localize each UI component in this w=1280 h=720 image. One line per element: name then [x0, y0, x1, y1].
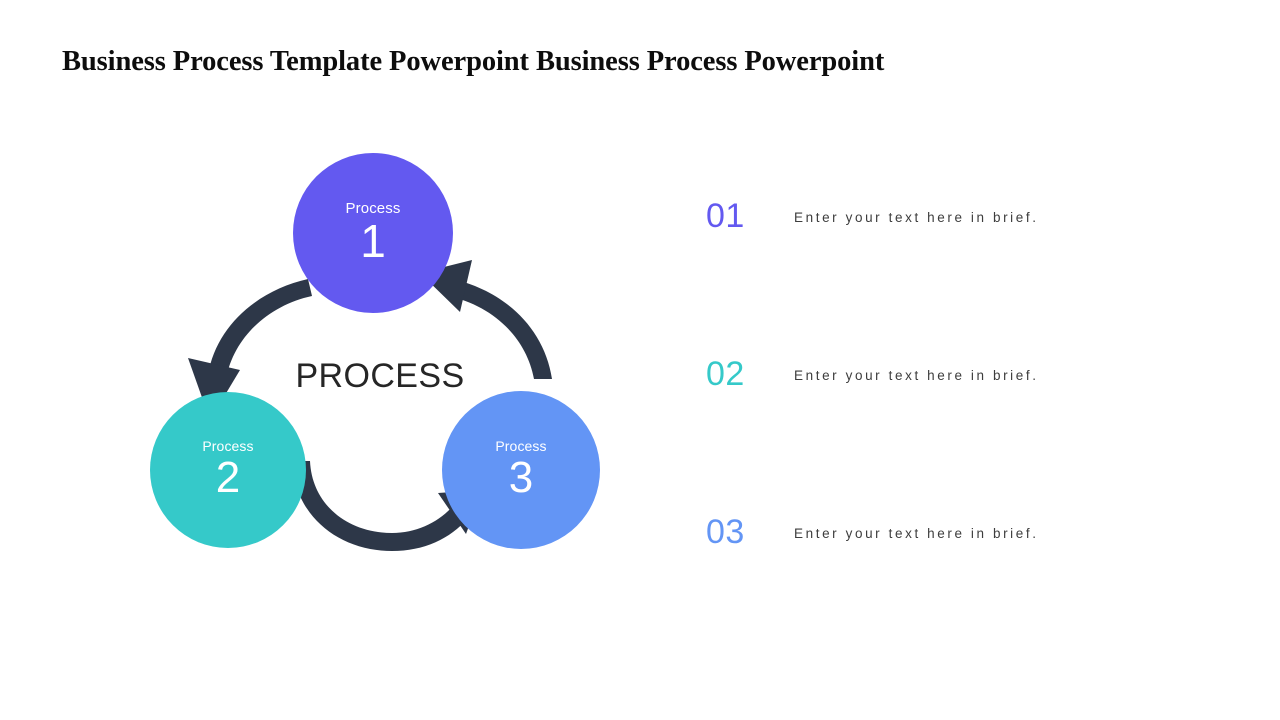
step-item-02[interactable]: 02 Enter your text here in brief. — [706, 354, 1126, 512]
step-number-02: 02 — [706, 355, 745, 393]
steps-list: 01 Enter your text here in brief. 02 Ent… — [706, 196, 1126, 670]
step-number-03: 03 — [706, 513, 745, 551]
process-node-3-label: Process — [495, 438, 547, 454]
step-number-01: 01 — [706, 197, 745, 235]
step-text-03: Enter your text here in brief. — [794, 526, 1039, 541]
process-node-1[interactable]: Process 1 — [293, 153, 453, 313]
process-node-3[interactable]: Process 3 — [442, 391, 600, 549]
process-node-2-number: 2 — [215, 453, 241, 502]
step-item-03[interactable]: 03 Enter your text here in brief. — [706, 512, 1126, 670]
process-cycle-diagram: Process 1 Process 2 Process 3 PROCESS — [120, 130, 640, 575]
arrow-1-to-2-icon — [188, 279, 312, 420]
process-node-1-label: Process — [345, 200, 401, 217]
process-node-3-number: 3 — [508, 453, 534, 502]
step-text-02: Enter your text here in brief. — [794, 368, 1039, 383]
process-node-2[interactable]: Process 2 — [150, 392, 306, 548]
step-text-01: Enter your text here in brief. — [794, 210, 1039, 225]
process-node-2-label: Process — [202, 438, 254, 454]
page-title: Business Process Template Powerpoint Bus… — [62, 46, 885, 77]
process-node-1-number: 1 — [360, 215, 386, 267]
diagram-center-label: PROCESS — [295, 357, 465, 395]
step-item-01[interactable]: 01 Enter your text here in brief. — [706, 196, 1126, 354]
